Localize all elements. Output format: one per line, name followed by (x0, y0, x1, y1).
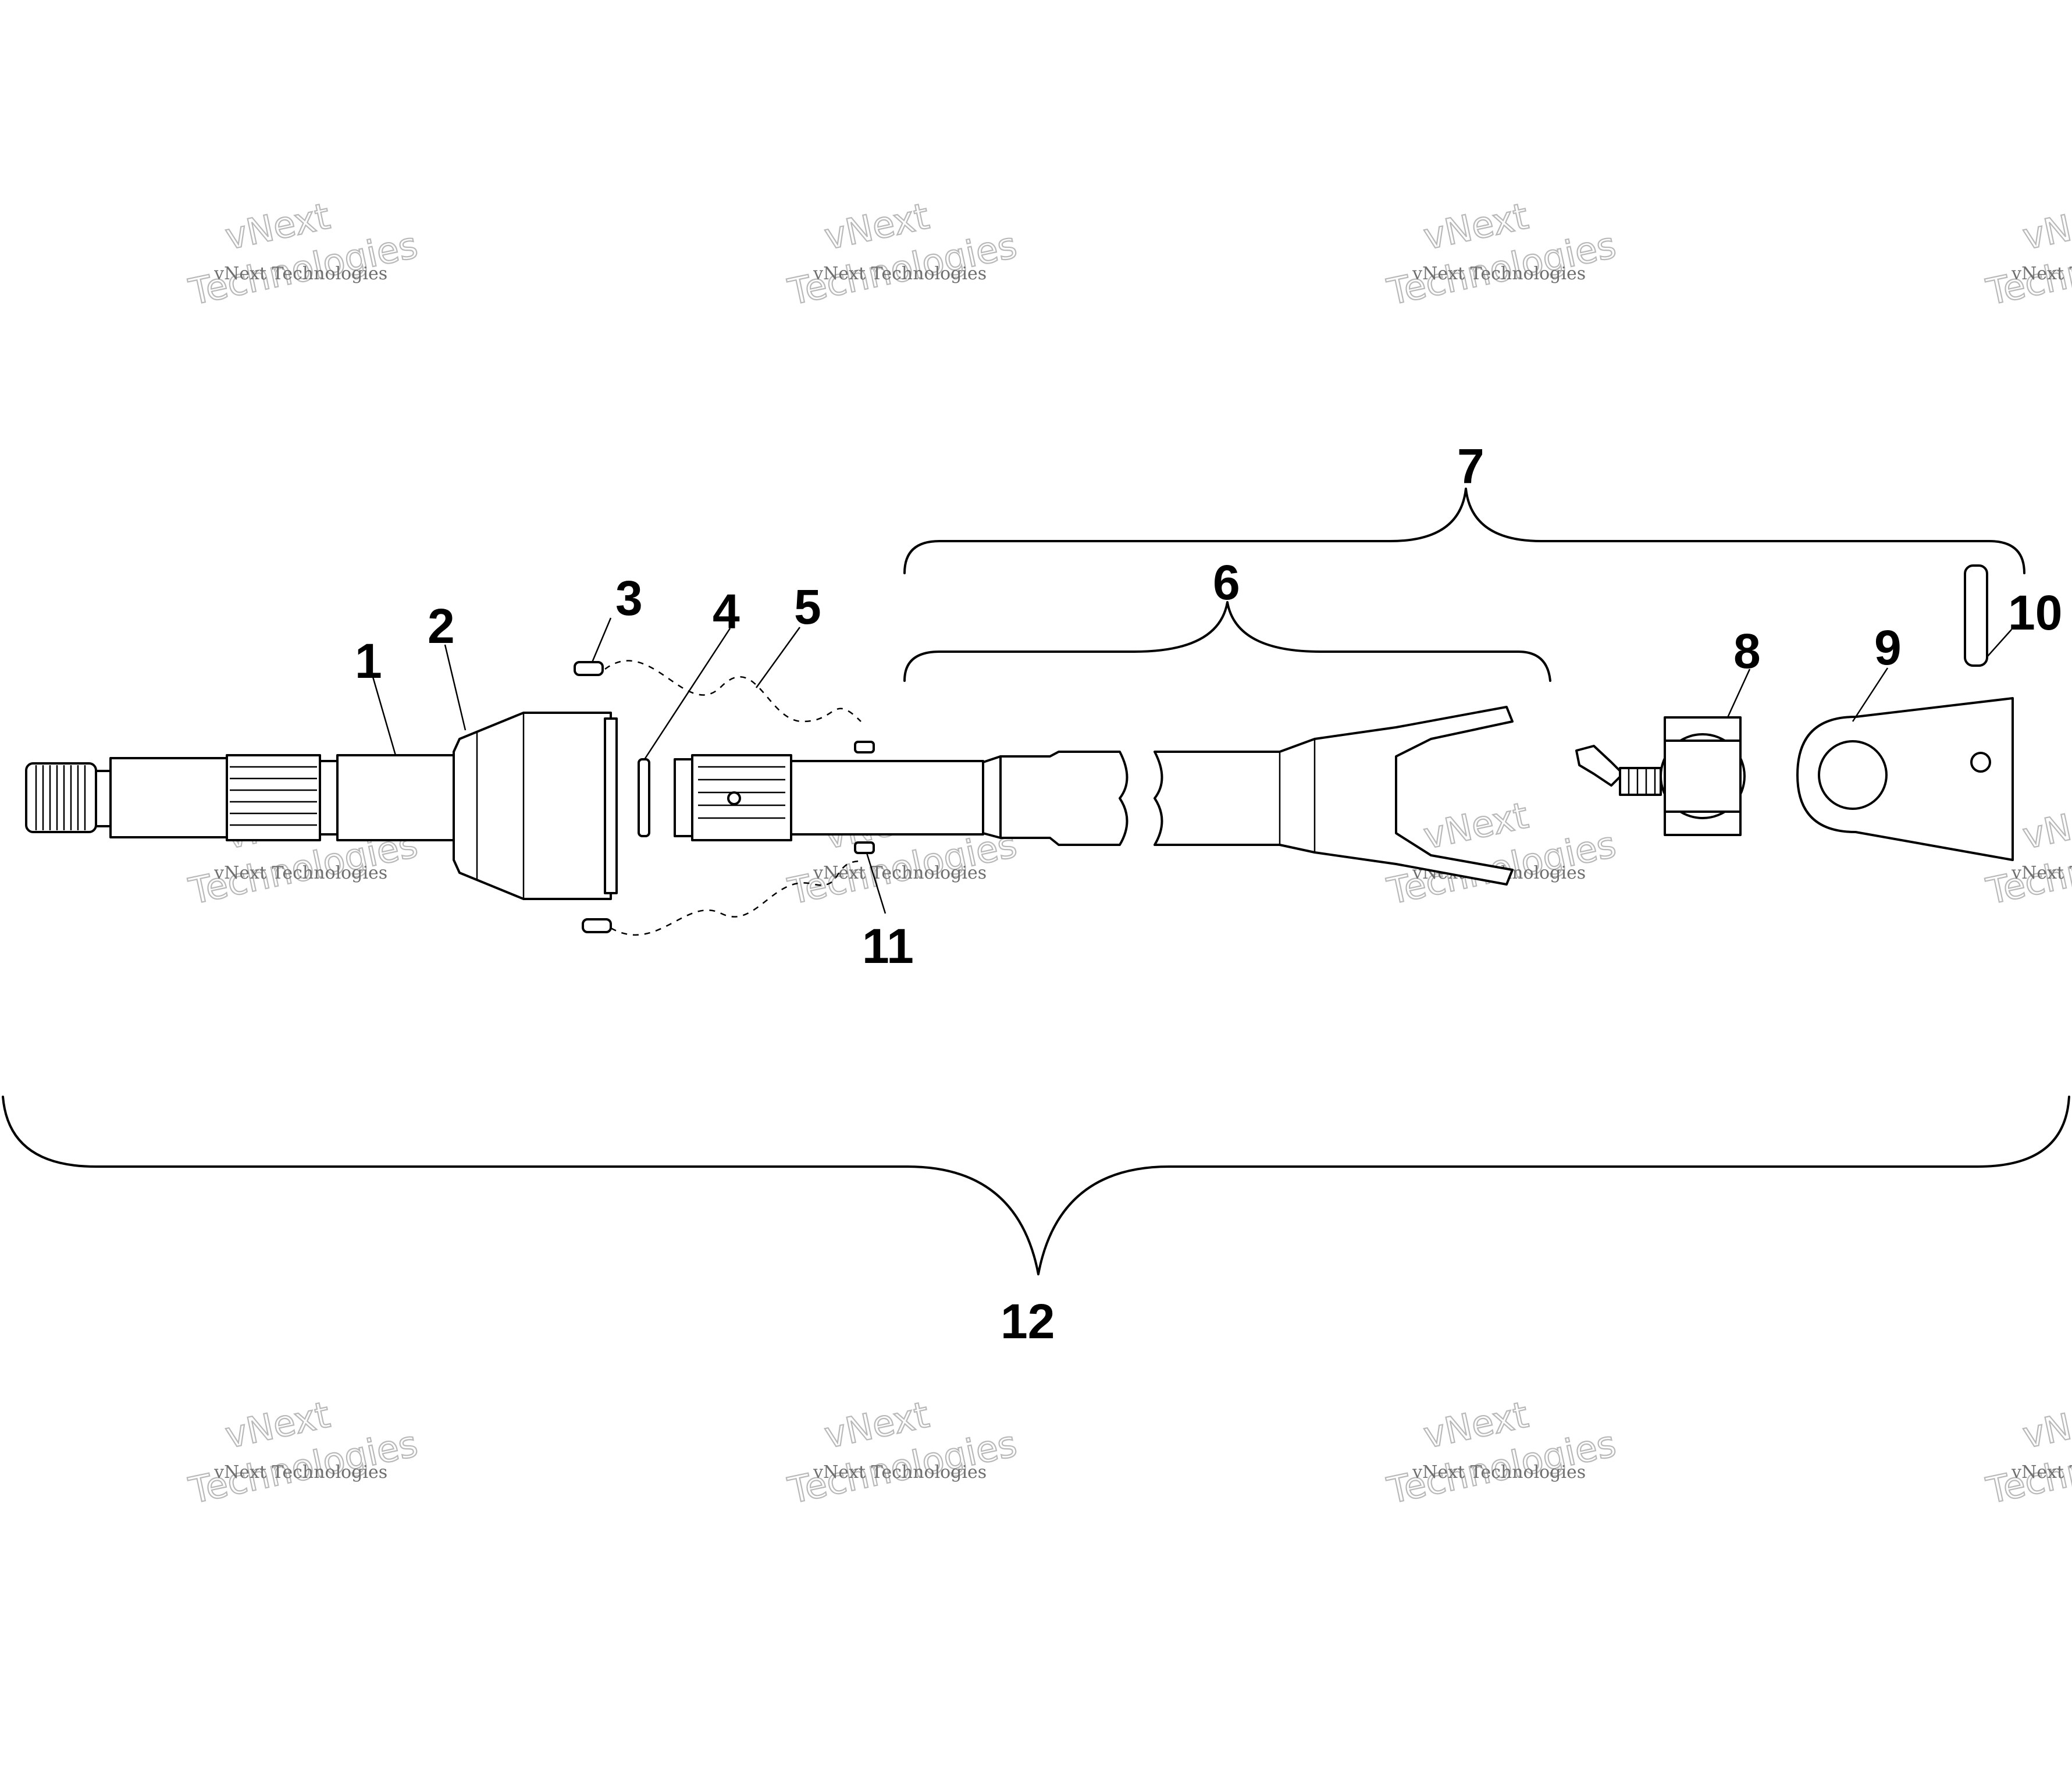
callout-8: 8 (1733, 624, 1761, 678)
watermark-text: vNext Technologies (213, 264, 387, 284)
callout-1: 1 (355, 634, 382, 688)
callout-9: 9 (1874, 620, 1902, 675)
watermark-text: vNext Technologies (1412, 1462, 1586, 1483)
watermark-text: vNext Technologies (2011, 1462, 2072, 1483)
leader-1 (371, 674, 397, 756)
watermark-line1: vNext (2019, 794, 2072, 858)
part-2-cv-housing (453, 712, 618, 900)
part-9-yoke (1796, 697, 2014, 861)
watermark-text: vNext Technologies (213, 863, 387, 883)
callout-10: 10 (2008, 585, 2062, 640)
leader-4 (643, 628, 731, 760)
part-3-clip-top (574, 661, 604, 676)
part-11-pin-top (854, 741, 875, 753)
watermark-text: vNext Technologies (813, 863, 987, 883)
callout-4: 4 (713, 584, 740, 639)
callout-7: 7 (1457, 439, 1484, 493)
part-4-snap-ring (638, 758, 650, 837)
watermark-line1: vNext (2019, 1394, 2072, 1457)
leader-5 (755, 627, 801, 688)
watermark-text: vNext Technologies (1412, 264, 1586, 284)
leader-11 (866, 852, 887, 914)
leader-2 (444, 644, 467, 731)
callout-2: 2 (428, 599, 455, 653)
callout-12: 12 (1001, 1294, 1055, 1349)
part-1-stub-shaft (25, 754, 455, 841)
leader-10 (1986, 629, 2012, 658)
brace-6 (903, 601, 1551, 682)
watermark-text: vNext Technologies (2011, 264, 2072, 284)
watermark-text: vNext Technologies (2011, 863, 2072, 883)
watermark-text: vNext Technologies (813, 264, 987, 284)
leader-3 (591, 617, 612, 663)
watermark-text: vNext Technologies (213, 1462, 387, 1483)
part-6-drive-shaft (674, 706, 1514, 886)
part-10-roll-pin (1964, 564, 1988, 667)
leader-8 (1726, 669, 1751, 718)
grease-fitting (1575, 745, 1662, 796)
watermark-text: vNext Technologies (813, 1462, 987, 1483)
part-3-clip-bottom (582, 918, 612, 933)
callout-5: 5 (794, 580, 821, 634)
brace-7 (903, 488, 2025, 574)
callout-11: 11 (862, 919, 914, 973)
brace-12 (2, 1096, 2070, 1275)
part-8-u-joint (1660, 716, 1746, 836)
leader-9 (1852, 667, 1889, 722)
part-5-ball-path-top (604, 660, 861, 723)
callout-6: 6 (1213, 555, 1240, 610)
callout-3: 3 (615, 571, 643, 625)
watermark-line1: vNext (2019, 195, 2072, 258)
part-11-pin-bottom (854, 841, 875, 854)
part-5-ball-path-bottom (610, 860, 861, 936)
